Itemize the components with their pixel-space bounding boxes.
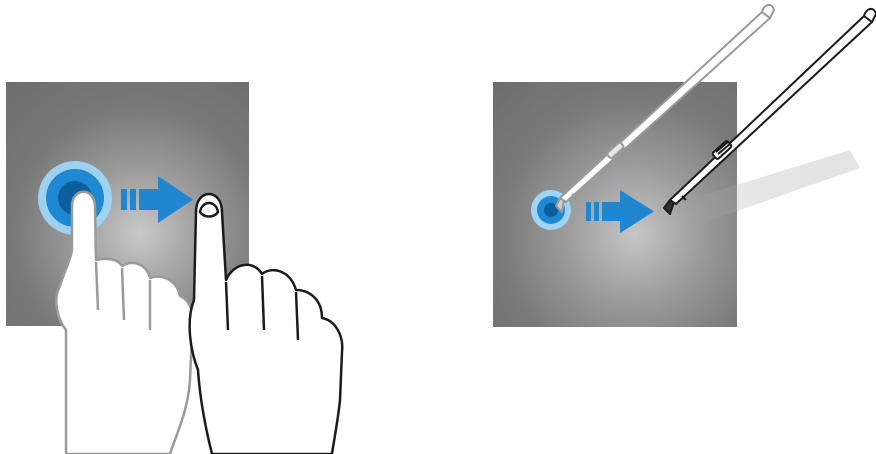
drag-right-arrow-icon [121,176,193,223]
stylus-start-icon [556,5,774,212]
drag-right-arrow-icon [586,190,654,233]
pen-motion-shadow [668,150,860,224]
hand-start-icon [56,192,193,454]
hand-end-icon [190,194,343,454]
